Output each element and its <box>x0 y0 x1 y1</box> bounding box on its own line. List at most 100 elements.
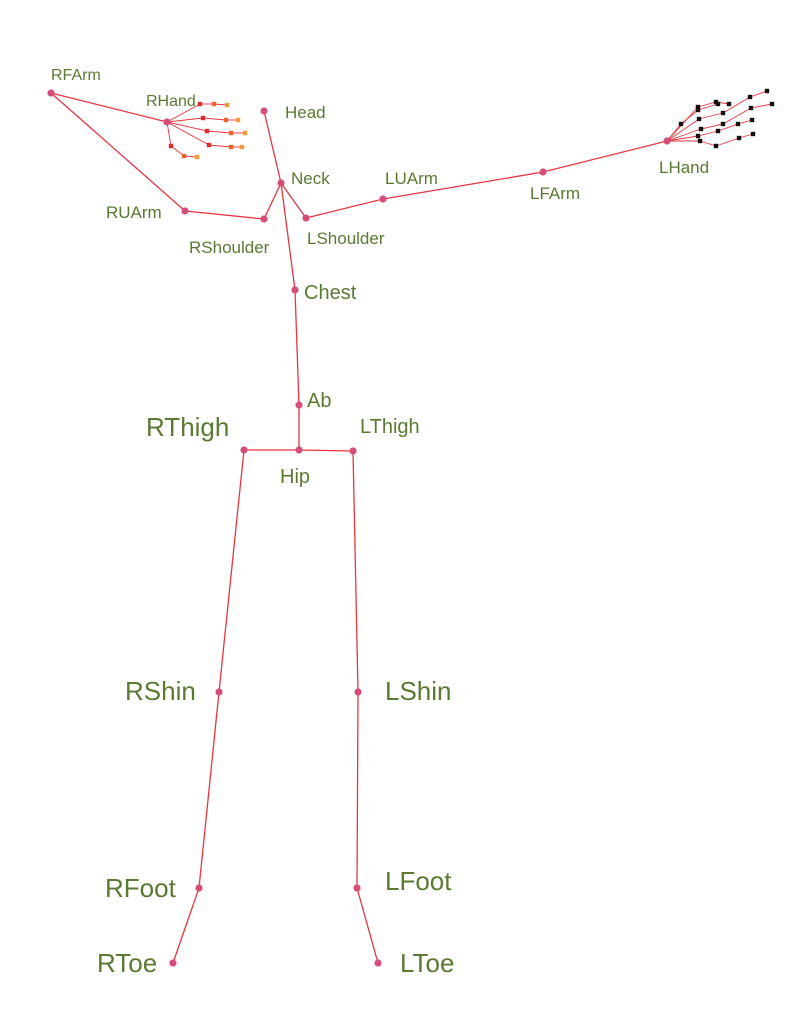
lhand-finger-4-marker-1 <box>715 128 721 134</box>
lhand-finger-2-marker-0 <box>696 116 702 122</box>
lhand-finger-3-segment-2 <box>722 107 752 125</box>
label-lhand: LHand <box>659 158 709 177</box>
bone-rfoot-rtoe <box>172 887 200 964</box>
lhand-finger-5-segment-2 <box>715 137 740 147</box>
lhand-finger-1-marker-0 <box>678 121 684 127</box>
lhand-finger-5-marker-3 <box>750 131 756 137</box>
lhand-finger-3-marker-2 <box>748 105 754 111</box>
rhand-finger-3-marker-2 <box>239 144 245 150</box>
label-rshin: RShin <box>125 676 196 706</box>
label-rshoulder: RShoulder <box>189 238 270 257</box>
rhand-finger-0-marker-1 <box>211 101 217 107</box>
label-rtoe: RToe <box>97 948 157 978</box>
joint-lthigh <box>349 447 357 455</box>
joint-lfarm <box>539 168 547 176</box>
label-hip: Hip <box>280 466 310 488</box>
rhand-finger-2-segment-1 <box>206 130 232 134</box>
joint-rfarm <box>47 89 55 97</box>
joint-lhand <box>663 137 671 145</box>
bone-lfoot-ltoe <box>356 887 379 964</box>
rhand-finger-4-marker-0 <box>168 143 174 149</box>
rhand-finger-3-marker-0 <box>206 142 212 148</box>
bone-chest-ab <box>294 289 300 406</box>
joint-rthigh <box>240 446 248 454</box>
lhand-finger-4-marker-0 <box>695 133 701 139</box>
lhand-finger-2-segment-3 <box>749 90 768 98</box>
lhand-finger-4-segment-1 <box>697 130 719 137</box>
joint-ltoe <box>374 959 382 967</box>
bone-head-neck <box>263 110 282 184</box>
rhand-finger-1-marker-2 <box>235 117 241 123</box>
label-lfoot: LFoot <box>385 866 452 896</box>
bone-rfarm-rhand <box>50 92 168 123</box>
joint-rshoulder <box>260 215 268 223</box>
joint-rfoot <box>195 884 203 892</box>
label-rfarm: RFArm <box>51 67 101 84</box>
lhand-finger-4-segment-0 <box>666 135 699 142</box>
lhand-finger-2-marker-1 <box>720 110 726 116</box>
label-chest: Chest <box>304 282 357 304</box>
lhand-finger-2-marker-2 <box>747 94 753 100</box>
joint-lshin <box>354 688 362 696</box>
lhand-finger-2-segment-1 <box>698 112 724 120</box>
bone-rshoulder-neck <box>263 182 282 220</box>
joint-head <box>260 107 268 115</box>
bone-luarm-lfarm <box>382 171 544 200</box>
rhand-finger-0-marker-0 <box>197 101 203 107</box>
lhand-finger-0-segment-1 <box>697 101 717 108</box>
lhand-finger-5-segment-1 <box>699 140 717 147</box>
label-rthigh: RThigh <box>146 412 229 442</box>
lhand-finger-5-segment-3 <box>738 133 754 139</box>
bones-layer <box>50 92 668 964</box>
lhand-finger-3-marker-3 <box>769 101 775 107</box>
label-lfarm: LFArm <box>530 184 580 203</box>
finger-markers-layer <box>168 88 775 160</box>
rhand-finger-3-segment-1 <box>208 144 232 148</box>
rhand-finger-1-marker-1 <box>223 117 229 123</box>
rhand-finger-3-segment-0 <box>166 121 210 146</box>
rhand-finger-4-marker-2 <box>194 154 200 160</box>
label-lthigh: LThigh <box>360 416 420 438</box>
bone-rthigh-rshin <box>218 449 245 693</box>
rhand-finger-1-marker-0 <box>200 115 206 121</box>
lhand-finger-5-marker-1 <box>713 143 719 149</box>
lhand-finger-1-marker-2 <box>715 101 721 107</box>
lhand-finger-1-segment-1 <box>680 109 699 125</box>
rhand-finger-2-segment-0 <box>166 121 208 132</box>
lhand-finger-1-segment-2 <box>697 103 719 111</box>
lhand-finger-5-marker-0 <box>697 138 703 144</box>
lhand-finger-4-marker-3 <box>749 117 755 123</box>
bone-neck-lshoulder <box>280 182 307 219</box>
joint-ruarm <box>181 207 189 215</box>
rhand-finger-4-segment-0 <box>166 121 172 147</box>
label-ltoe: LToe <box>400 948 454 978</box>
lhand-finger-3-segment-3 <box>750 103 773 109</box>
lhand-finger-1-marker-1 <box>695 107 701 113</box>
lhand-finger-2-marker-3 <box>764 88 770 94</box>
joints-layer <box>47 89 671 967</box>
rhand-finger-1-segment-1 <box>202 117 227 121</box>
label-lshin: LShin <box>385 676 452 706</box>
label-lshoulder: LShoulder <box>307 229 385 248</box>
rhand-finger-0-segment-0 <box>166 103 201 123</box>
lhand-finger-4-marker-2 <box>735 121 741 127</box>
bone-hip-lthigh <box>298 449 354 452</box>
rhand-finger-3-marker-1 <box>228 144 234 150</box>
rhand-finger-4-marker-1 <box>181 153 187 159</box>
bone-lshoulder-luarm <box>305 198 384 219</box>
lhand-finger-0-marker-2 <box>726 101 732 107</box>
label-ab: Ab <box>307 390 331 412</box>
label-luarm: LUArm <box>385 169 438 188</box>
rhand-finger-0-marker-2 <box>224 102 230 108</box>
bone-lthigh-lshin <box>352 450 359 693</box>
joint-chest <box>291 286 299 294</box>
joint-neck <box>277 179 285 187</box>
joint-lfoot <box>353 884 361 892</box>
bone-lshin-lfoot <box>356 691 359 889</box>
rhand-finger-1-segment-0 <box>166 117 204 123</box>
joint-rtoe <box>169 959 177 967</box>
joint-lshoulder <box>302 214 310 222</box>
label-ruarm: RUArm <box>106 203 162 222</box>
